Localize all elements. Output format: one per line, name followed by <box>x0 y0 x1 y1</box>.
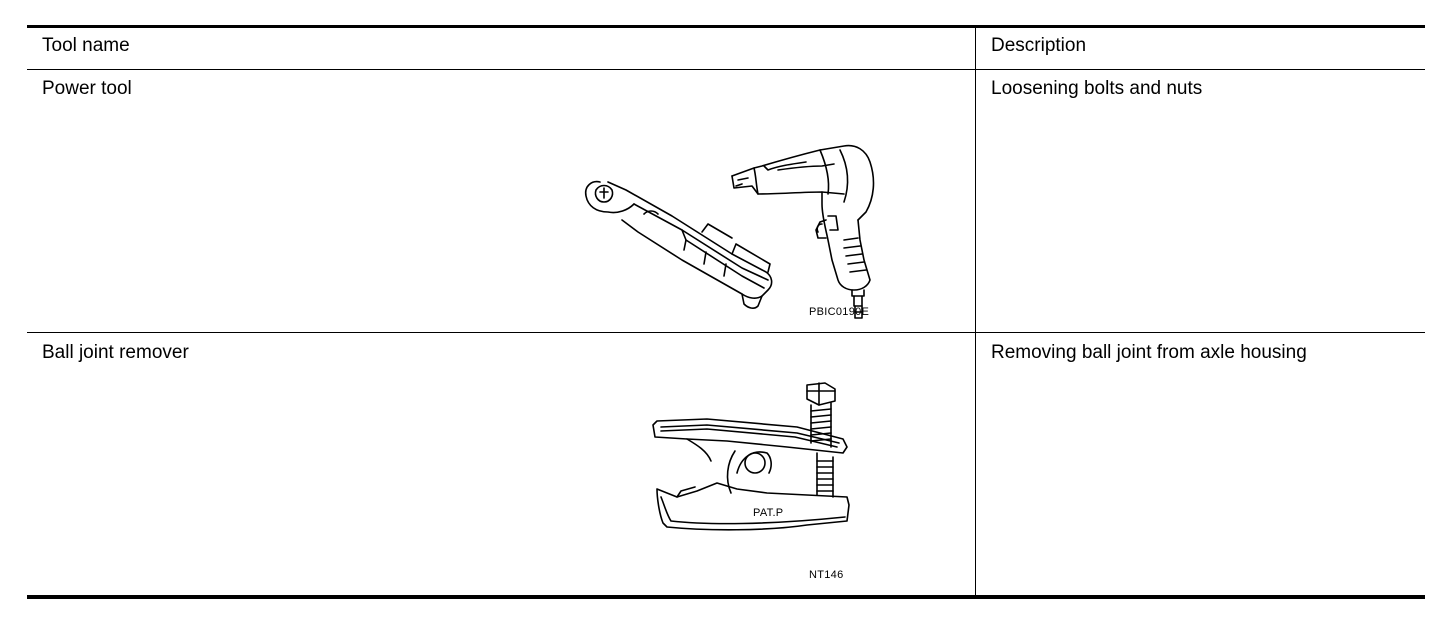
header-divider <box>27 69 1425 70</box>
ball-joint-remover-figure-code: NT146 <box>809 569 844 581</box>
air-impact-wrench-drawing <box>731 144 875 319</box>
ball-joint-remover-illustration <box>647 377 857 532</box>
row-power-tool-description: Loosening bolts and nuts <box>991 78 1203 99</box>
power-tool-illustration <box>582 120 882 330</box>
tool-table: Tool name Description Power tool Looseni… <box>27 25 1425 600</box>
power-tool-figure-code: PBIC0190E <box>809 306 870 318</box>
row-divider <box>27 332 1425 333</box>
row-ball-joint-remover-name: Ball joint remover <box>42 342 189 363</box>
air-ratchet-drawing <box>584 180 773 309</box>
ball-joint-remover-marking: PAT.P <box>753 507 784 519</box>
column-divider <box>975 28 976 595</box>
header-description: Description <box>991 35 1087 56</box>
row-ball-joint-remover-description: Removing ball joint from axle housing <box>991 342 1307 363</box>
row-power-tool-name: Power tool <box>42 78 132 99</box>
header-tool-name: Tool name <box>42 35 130 56</box>
table-top-rule <box>27 25 1425 28</box>
table-bottom-rule <box>27 595 1425 599</box>
